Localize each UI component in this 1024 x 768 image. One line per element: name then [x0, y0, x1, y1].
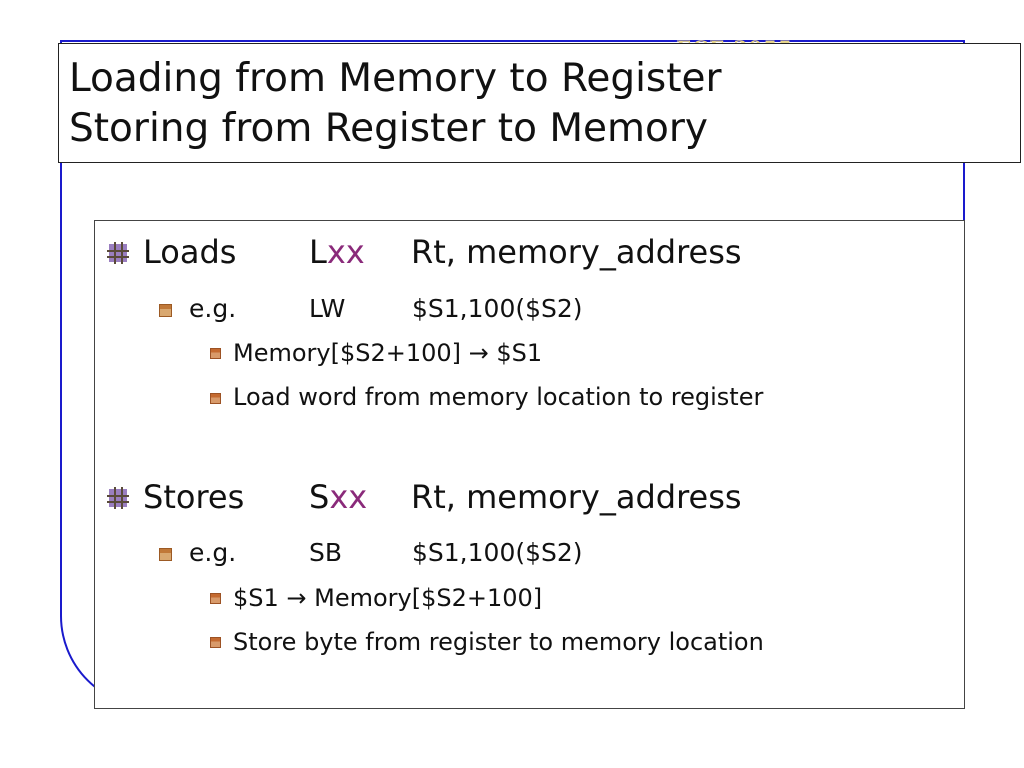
- stores-label: Stores: [143, 478, 245, 516]
- star-bullet-icon: [107, 242, 129, 264]
- small-square-bullet-icon: [210, 393, 221, 404]
- stores-example-op: SB: [309, 538, 343, 567]
- loads-detail-1: Memory[$S2+100] → $S1: [233, 339, 543, 367]
- loads-example-label: e.g.: [189, 294, 237, 323]
- stores-example: e.g. SB $S1,100($S2): [189, 537, 889, 569]
- small-square-bullet-icon: [210, 637, 221, 648]
- stores-line: Stores Sxx Rt, memory_address: [143, 477, 943, 517]
- loads-operands: Rt, memory_address: [411, 233, 742, 271]
- loads-example-operands: $S1,100($S2): [412, 294, 583, 323]
- loads-op-suffix: xx: [326, 233, 365, 271]
- stores-op-prefix: S: [309, 478, 330, 516]
- stores-detail-1: $S1 → Memory[$S2+100]: [233, 584, 543, 612]
- star-bullet-icon: [107, 487, 129, 509]
- loads-example-op: LW: [309, 294, 346, 323]
- slide-title: Loading from Memory to Register Storing …: [58, 43, 1021, 163]
- loads-op-prefix: L: [309, 233, 327, 271]
- stores-example-label: e.g.: [189, 538, 237, 567]
- stores-detail-2: Store byte from register to memory locat…: [233, 628, 764, 656]
- title-line-2: Storing from Register to Memory: [69, 106, 708, 151]
- title-line-1: Loading from Memory to Register: [69, 56, 722, 101]
- loads-opcode: Lxx: [309, 232, 365, 272]
- loads-example: e.g. LW $S1,100($S2): [189, 293, 889, 325]
- stores-op-suffix: xx: [329, 478, 368, 516]
- slide-body: Loads Lxx Rt, memory_address e.g. LW $S1…: [94, 220, 965, 709]
- small-square-bullet-icon: [210, 348, 221, 359]
- stores-opcode: Sxx: [309, 477, 367, 517]
- loads-label: Loads: [143, 233, 237, 271]
- square-bullet-icon: [159, 548, 172, 561]
- small-square-bullet-icon: [210, 593, 221, 604]
- loads-line: Loads Lxx Rt, memory_address: [143, 232, 943, 272]
- square-bullet-icon: [159, 304, 172, 317]
- stores-example-operands: $S1,100($S2): [412, 538, 583, 567]
- stores-operands: Rt, memory_address: [411, 478, 742, 516]
- loads-detail-2: Load word from memory location to regist…: [233, 383, 764, 411]
